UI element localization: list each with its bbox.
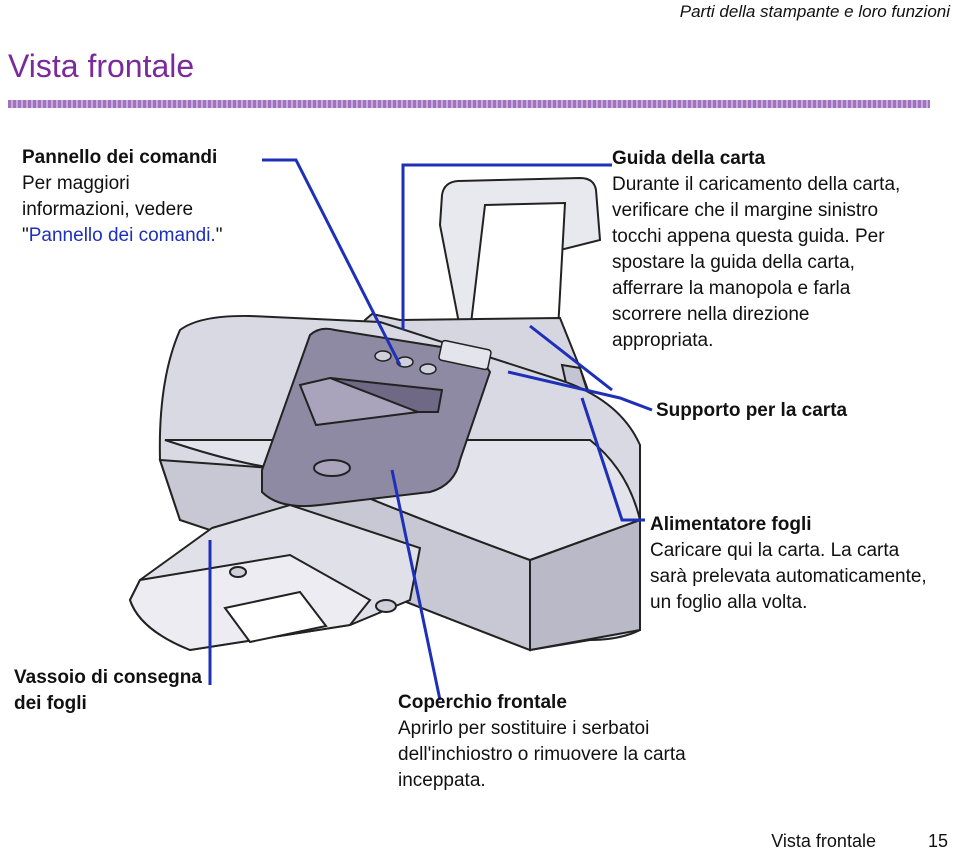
leader-pannello [262, 158, 402, 366]
control-panel-title: Pannello dei comandi [22, 147, 218, 168]
control-panel-link[interactable]: Pannello dei comandi. [28, 225, 216, 246]
leader-supporto-b [507, 370, 653, 412]
control-panel-line1: Per maggiori [22, 173, 130, 194]
page-footer: Vista frontale 15 [771, 831, 948, 852]
callout-control-panel: Pannello dei comandi Per maggiori inform… [22, 145, 272, 249]
callout-front-cover: Coperchio frontale Aprirlo per sostituir… [398, 690, 738, 794]
output-tray [128, 503, 422, 652]
front-cover-text: Aprirlo per sostituire i serbatoi dell'i… [398, 718, 686, 791]
callout-paper-guide: Guida della carta Durante il caricamento… [612, 146, 912, 354]
callout-paper-support: Supporto per la carta [656, 400, 848, 421]
paper-guide-title: Guida della carta [612, 148, 766, 169]
page-title: Vista frontale [8, 48, 195, 84]
leader-coperchio [390, 469, 442, 701]
leader-guida [401, 163, 612, 330]
printer-body [158, 314, 642, 652]
output-tray-title: Vassoio di consegna dei fogli [14, 667, 202, 714]
quote-close: " [215, 225, 223, 246]
sheet-feeder-text: Caricare qui la carta. La carta sarà pre… [650, 540, 927, 613]
leader-alimentatore [580, 397, 645, 522]
paper-guide-text: Durante il caricamento della carta, veri… [612, 174, 901, 351]
leader-supporto-a [529, 324, 613, 392]
control-panel-buttons [374, 339, 492, 375]
sheet-feeder-title: Alimentatore fogli [650, 514, 812, 535]
callout-sheet-feeder: Alimentatore fogli Caricare qui la carta… [650, 512, 940, 616]
title-rule [8, 100, 930, 108]
running-header: Parti della stampante e loro funzioni [679, 2, 950, 21]
callout-output-tray: Vassoio di consegna dei fogli [14, 665, 234, 717]
control-panel-line2: informazioni, vedere [22, 199, 194, 220]
page-number: 15 [927, 831, 948, 851]
front-cover-title: Coperchio frontale [398, 692, 567, 713]
footer-label: Vista frontale [771, 831, 876, 851]
leader-lines [208, 158, 653, 701]
quote-open: " [22, 225, 29, 246]
